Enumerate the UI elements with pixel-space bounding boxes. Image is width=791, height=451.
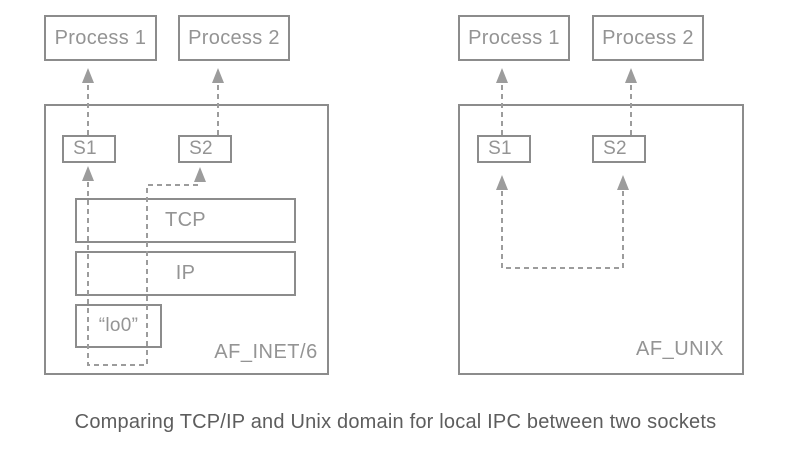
inet-socket1-label: S1: [73, 138, 97, 159]
inet-process1-box: Process 1: [44, 15, 157, 61]
inet-process1-label: Process 1: [54, 26, 147, 49]
unix-domain-label: AF_UNIX: [636, 338, 724, 360]
unix-socket2-label: S2: [603, 138, 627, 159]
inet-loopback-box: “lo0”: [75, 304, 162, 348]
arrow-up-icon: [496, 68, 508, 83]
unix-process1-box: Process 1: [458, 15, 570, 61]
inet-domain-label: AF_INET/6: [214, 341, 318, 363]
unix-socket1-label: S1: [488, 138, 512, 159]
inet-process2-label: Process 2: [188, 26, 280, 49]
unix-socket1-box: S1: [477, 135, 531, 163]
inet-ip-layer-box: IP: [75, 251, 296, 296]
arrow-up-icon: [212, 68, 224, 83]
inet-ip-label: IP: [175, 262, 196, 284]
inet-tcp-layer-box: TCP: [75, 198, 296, 243]
unix-process1-label: Process 1: [468, 26, 560, 49]
arrow-up-icon: [625, 68, 637, 83]
arrow-up-icon: [82, 68, 94, 83]
inet-socket1-box: S1: [62, 135, 116, 163]
unix-process2-label: Process 2: [602, 26, 694, 49]
inet-process2-box: Process 2: [178, 15, 290, 61]
inet-socket2-label: S2: [189, 138, 213, 159]
unix-socket2-box: S2: [592, 135, 646, 163]
inet-tcp-label: TCP: [165, 209, 206, 231]
inet-loopback-label: “lo0”: [98, 315, 139, 336]
inet-socket2-box: S2: [178, 135, 232, 163]
figure-caption: Comparing TCP/IP and Unix domain for loc…: [74, 411, 717, 433]
unix-process2-box: Process 2: [592, 15, 704, 61]
